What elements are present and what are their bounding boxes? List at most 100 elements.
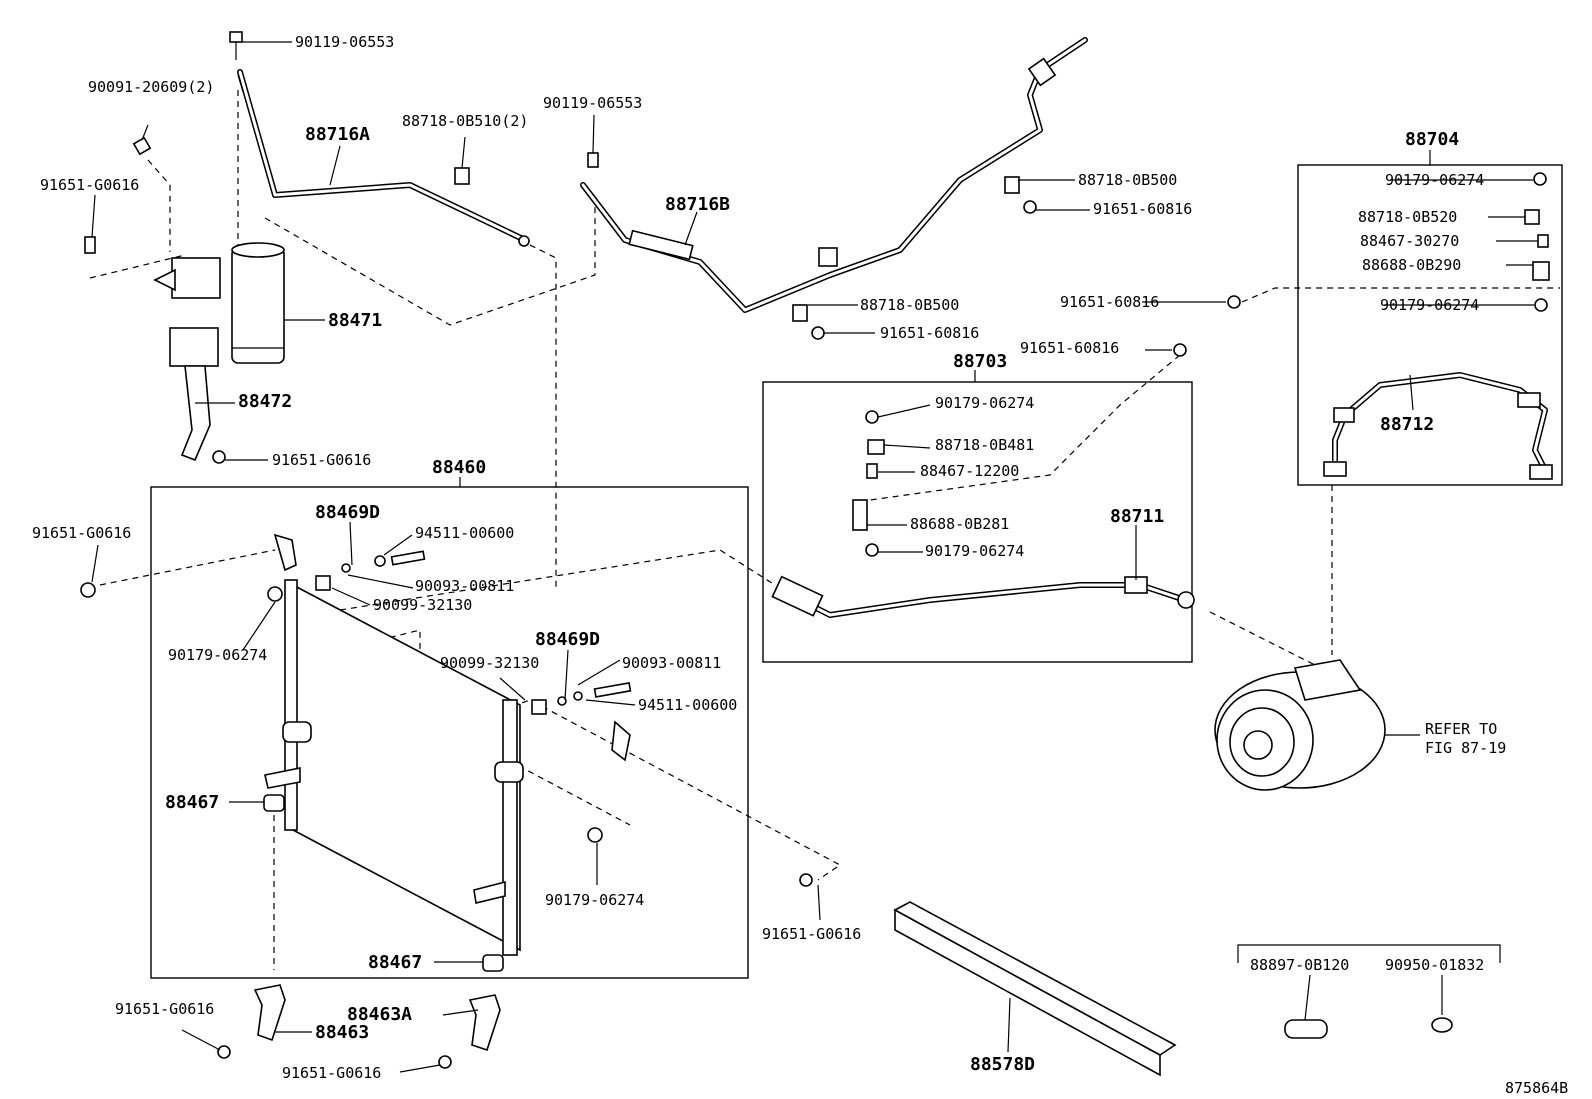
kit-bracket xyxy=(1237,944,1501,963)
dryer-bracket-88472 xyxy=(153,257,221,462)
bolt-icon xyxy=(390,550,426,566)
label-88718-0b481: 88718-0B481 xyxy=(935,436,1034,454)
nut-icon xyxy=(1534,298,1548,312)
label-91651-60816: 91651-60816 xyxy=(1020,339,1119,357)
bolt-icon xyxy=(1227,295,1241,309)
bolt-icon xyxy=(1173,343,1187,357)
figure-id: 875864B xyxy=(1505,1079,1568,1097)
bolt-icon xyxy=(212,450,226,464)
assembly-line xyxy=(264,200,596,326)
leader-lines xyxy=(91,41,1538,1073)
label-94511-00600: 94511-00600 xyxy=(415,524,514,542)
assembly-line xyxy=(469,739,631,826)
label-91651-g0616: 91651-G0616 xyxy=(762,925,861,943)
label-88703: 88703 xyxy=(953,351,1007,372)
label-88472: 88472 xyxy=(238,391,292,412)
label-90099-32130: 90099-32130 xyxy=(440,654,539,672)
condenser-88460 xyxy=(264,533,631,956)
label-90119-06553: 90119-06553 xyxy=(543,94,642,112)
clip-icon xyxy=(1524,209,1540,225)
label-88688-0b281: 88688-0B281 xyxy=(910,515,1009,533)
washer-icon xyxy=(573,691,583,701)
assembly-line xyxy=(147,159,171,252)
suction-hose-88712 xyxy=(1323,372,1553,480)
label-88471: 88471 xyxy=(328,310,382,331)
bolt-icon xyxy=(811,326,825,340)
liquid-pipe-88711 xyxy=(771,575,1195,618)
receiver-dryer-88471 xyxy=(231,242,285,364)
label-88463: 88463 xyxy=(315,1022,369,1043)
label-94511-00600: 94511-00600 xyxy=(638,696,737,714)
label-88578d: 88578D xyxy=(970,1054,1035,1075)
label-90179-06274: 90179-06274 xyxy=(935,394,1034,412)
label-90091-20609: 90091-20609(2) xyxy=(88,78,214,96)
assembly-line xyxy=(99,549,276,586)
label-90179-06274: 90179-06274 xyxy=(1380,296,1479,314)
label-88711: 88711 xyxy=(1110,506,1164,527)
label-88467: 88467 xyxy=(165,792,219,813)
bushing-icon xyxy=(482,954,504,972)
clip-icon xyxy=(867,439,885,455)
label-91651-g0616: 91651-G0616 xyxy=(115,1000,214,1018)
liquid-pipe-88716b xyxy=(580,37,1088,313)
nut-icon xyxy=(865,410,879,424)
bolt-icon xyxy=(587,152,599,168)
collar-icon xyxy=(315,575,331,591)
label-88718-0b510: 88718-0B510(2) xyxy=(402,112,528,130)
nut-icon xyxy=(865,543,879,557)
label-88704: 88704 xyxy=(1405,129,1459,150)
label-88897-0b120: 88897-0B120 xyxy=(1250,956,1349,974)
label-88467-30270: 88467-30270 xyxy=(1360,232,1459,250)
nut-icon xyxy=(587,827,603,843)
assembly-line xyxy=(1241,287,1560,303)
compressor xyxy=(1214,659,1420,791)
washer-icon xyxy=(341,563,351,573)
assembly-line xyxy=(869,354,1181,501)
label-90179-06274: 90179-06274 xyxy=(1385,171,1484,189)
stud-icon xyxy=(866,463,878,479)
label-91651-60816: 91651-60816 xyxy=(1060,293,1159,311)
bushing-icon xyxy=(263,794,285,812)
bolt-icon xyxy=(80,582,96,598)
label-88718-0b520: 88718-0B520 xyxy=(1358,208,1457,226)
clip-icon xyxy=(1004,176,1020,194)
label-90099-32130: 90099-32130 xyxy=(373,596,472,614)
label-88716b: 88716B xyxy=(665,194,730,215)
label-88688-0b290: 88688-0B290 xyxy=(1362,256,1461,274)
collar-icon xyxy=(531,699,547,715)
label-90093-00811: 90093-00811 xyxy=(622,654,721,672)
label-91651-60816: 91651-60816 xyxy=(880,324,979,342)
clip-icon xyxy=(792,304,808,322)
grommet-icon xyxy=(1284,1019,1328,1039)
label-90179-06274: 90179-06274 xyxy=(168,646,267,664)
bracket-88463a xyxy=(468,994,501,1052)
label-88718-0b500: 88718-0B500 xyxy=(1078,171,1177,189)
label-90179-06274: 90179-06274 xyxy=(925,542,1024,560)
clip-icon xyxy=(454,167,470,185)
bracket-icon xyxy=(852,499,868,531)
assembly-line xyxy=(519,239,557,590)
assembly-line xyxy=(89,254,186,279)
bolt-icon xyxy=(84,236,96,254)
nut-icon xyxy=(267,586,283,602)
seal-strip-88578d xyxy=(893,901,1177,1077)
label-90950-01832: 90950-01832 xyxy=(1385,956,1484,974)
label-88712: 88712 xyxy=(1380,414,1434,435)
label-88469d: 88469D xyxy=(315,502,380,523)
refer-note-line1: REFER TO xyxy=(1425,720,1497,738)
label-88467: 88467 xyxy=(368,952,422,973)
bolt-icon xyxy=(593,682,632,698)
plug-icon xyxy=(1431,1017,1453,1033)
washer-icon xyxy=(374,555,386,567)
label-91651-g0616: 91651-G0616 xyxy=(272,451,371,469)
label-91651-60816: 91651-60816 xyxy=(1093,200,1192,218)
bracket-88463 xyxy=(253,984,286,1042)
label-91651-g0616: 91651-G0616 xyxy=(282,1064,381,1082)
label-88467-12200: 88467-12200 xyxy=(920,462,1019,480)
label-91651-g0616: 91651-G0616 xyxy=(32,524,131,542)
bolt-icon xyxy=(217,1045,231,1059)
label-91651-g0616: 91651-G0616 xyxy=(40,176,139,194)
assembly-line xyxy=(1209,611,1316,666)
label-90119-06553: 90119-06553 xyxy=(295,33,394,51)
bolt-icon xyxy=(438,1055,452,1069)
